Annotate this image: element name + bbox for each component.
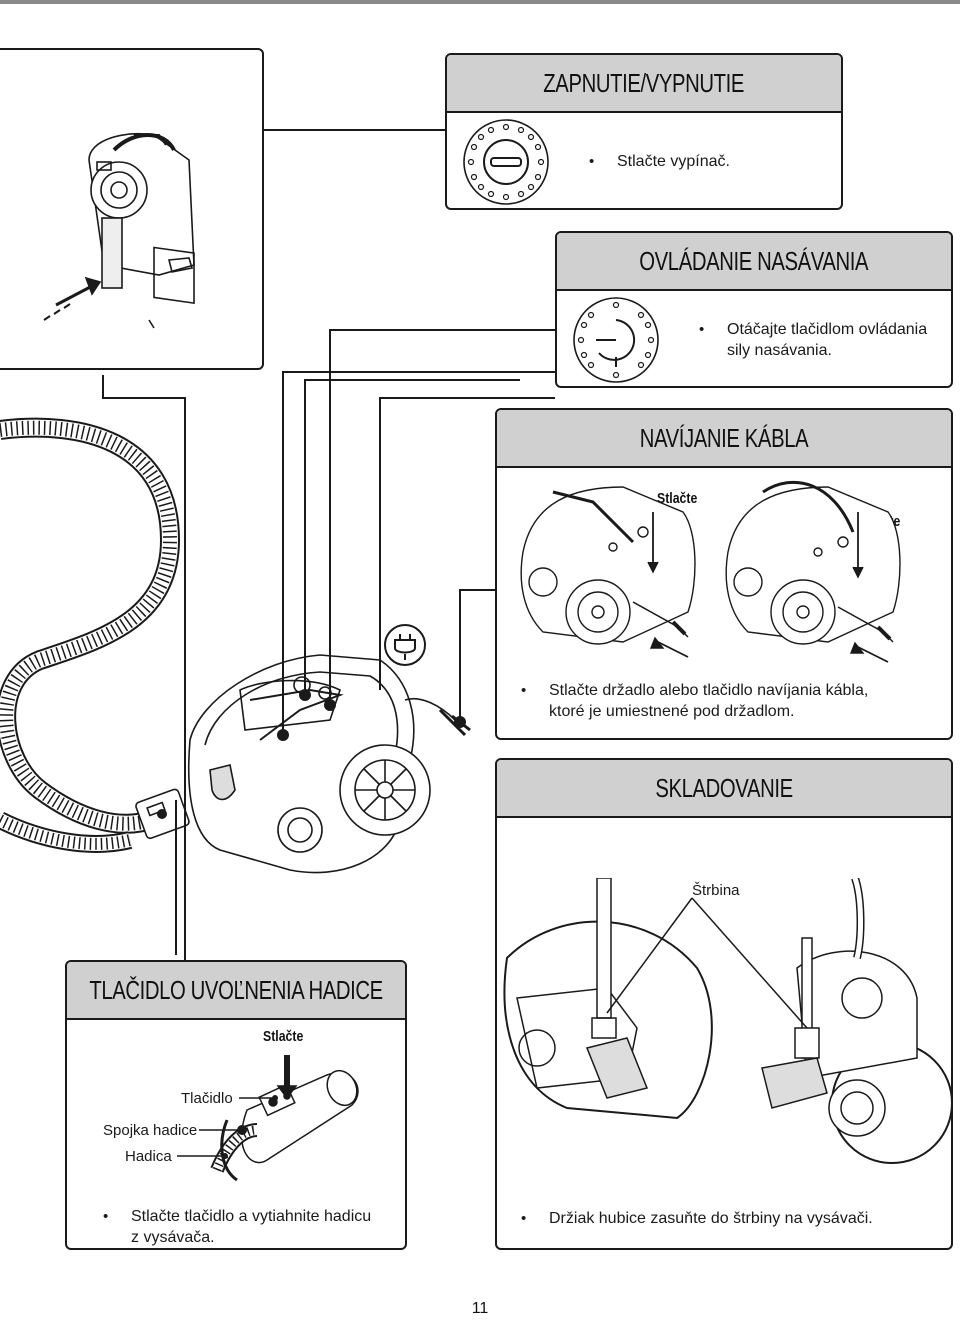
cable-rewind-section-title: NAVÍJANIE KÁBLA <box>497 410 951 468</box>
hose-instruction-line2: z vysávača. <box>131 1229 215 1246</box>
power-instruction: Stlačte vypínač. <box>589 151 730 172</box>
cable-rewind-illustration <box>520 480 901 663</box>
storage-instruction: Držiak hubice zasuňte do štrbiny na vysá… <box>521 1208 873 1229</box>
power-section: ZAPNUTIE/VYPNUTIE Stlačte vypínač. <box>445 53 843 210</box>
hose-connector-label: Spojka hadice <box>103 1122 198 1139</box>
hose-release-section-title: TLAČIDLO UVOĽNENIA HADICE <box>67 962 405 1020</box>
suction-instruction: Otáčajte tlačidlom ovládania sily nasáva… <box>699 319 928 361</box>
storage-illustration <box>503 878 951 1164</box>
hose-release-illustration <box>177 1055 359 1182</box>
top-rule <box>0 0 960 4</box>
cable-instruction-line1: Stlačte držadlo alebo tlačidlo navíjania… <box>549 682 869 699</box>
cable-instruction-line2: ktoré je umiestnené pod držadlom. <box>549 703 795 720</box>
hose-press-label: Stlačte <box>263 1028 304 1045</box>
suction-dial-icon[interactable] <box>571 295 661 385</box>
storage-section-title: SKLADOVANIE <box>497 760 951 818</box>
hose-instruction-line1: Stlačte tlačidlo a vytiahnite hadicu <box>131 1208 372 1225</box>
suction-section-title: OVLÁDANIE NASÁVANIA <box>557 233 951 291</box>
cable-rewind-instruction: Stlačte držadlo alebo tlačidlo navíjania… <box>521 680 869 722</box>
power-section-title: ZAPNUTIE/VYPNUTIE <box>447 55 841 113</box>
cable-press-label-1: Stlačte <box>657 490 698 507</box>
storage-section: SKLADOVANIE Štrbina Držiak hubice zasuňt <box>495 758 953 1250</box>
suction-instruction-line1: Otáčajte tlačidlom ovládania <box>727 321 928 338</box>
vacuum-side-view-illustration <box>43 132 195 329</box>
slot-label: Štrbina <box>692 882 740 899</box>
hose-release-instruction: Stlačte tlačidlo a vytiahnite hadicu z v… <box>103 1206 372 1248</box>
suction-instruction-line2: sily nasávania. <box>727 342 832 359</box>
hose-label: Hadica <box>125 1148 172 1165</box>
button-label: Tlačidlo <box>181 1090 233 1107</box>
power-switch-icon[interactable] <box>461 117 551 207</box>
suction-section: OVLÁDANIE NASÁVANIA Otáčajte tlačidlom o… <box>555 231 953 388</box>
power-illustration-panel <box>0 48 264 370</box>
page-number: 11 <box>471 1300 489 1317</box>
hose-release-section: TLAČIDLO UVOĽNENIA HADICE Stlačte Tlačid… <box>65 960 407 1250</box>
plug-icon <box>384 624 426 666</box>
cable-rewind-section: NAVÍJANIE KÁBLA Stlačte Stlačte <box>495 408 953 740</box>
